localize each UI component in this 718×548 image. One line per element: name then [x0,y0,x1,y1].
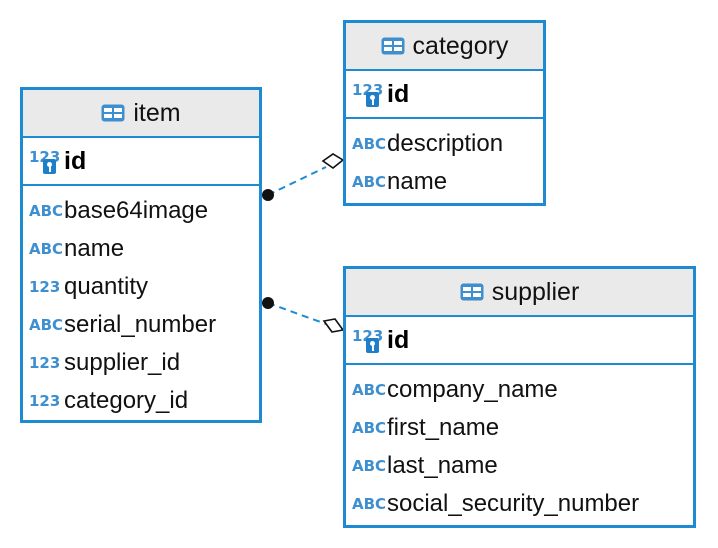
column-name: supplier_id [64,349,181,376]
column-name: name [387,168,448,195]
column-row[interactable]: ABC description [346,125,543,163]
column-row[interactable]: ABC last_name [346,447,693,485]
one-end-diamond [322,318,345,333]
entity-header: item [23,90,259,138]
type-tag: 123 [29,278,61,296]
column-row[interactable]: ABC company_name [346,371,693,409]
column-name: category_id [64,387,189,414]
entity-title: supplier [491,277,580,306]
entity-title: category [412,31,509,60]
relationship-item-category[interactable] [262,153,345,201]
type-tag: 123 [29,392,61,410]
column-row[interactable]: ABC name [346,163,543,201]
column-name: base64image [64,197,209,224]
column-row[interactable]: ABC base64image [23,192,259,230]
primary-key-icon: 123 [352,325,387,355]
column-name: quantity [64,273,149,300]
primary-key-row[interactable]: 123 id [23,138,259,186]
entity-header: supplier [346,269,693,317]
column-list: ABC company_name ABC first_name ABC last… [346,365,693,523]
type-tag: ABC [29,202,64,220]
entity-header: category [346,23,543,71]
entity-title: item [133,98,181,127]
column-row[interactable]: ABC serial_number [23,306,259,344]
column-name: name [64,235,125,262]
many-end-dot [262,189,274,201]
table-icon [381,37,405,55]
primary-key-name: id [387,79,410,108]
column-row[interactable]: 123 quantity [23,268,259,306]
column-row[interactable]: ABC first_name [346,409,693,447]
column-name: social_security_number [387,490,640,517]
primary-key-row[interactable]: 123 id [346,317,693,365]
column-row[interactable]: 123 supplier_id [23,344,259,382]
column-list: ABC base64image ABC name 123 quantity AB… [23,186,259,420]
type-tag: ABC [29,316,64,334]
column-name: last_name [387,452,498,479]
primary-key-name: id [64,146,87,175]
type-tag: ABC [352,457,387,475]
primary-key-name: id [387,325,410,354]
entity-category[interactable]: category 123 id ABC description ABC name [343,20,546,206]
column-row[interactable]: ABC social_security_number [346,485,693,523]
one-end-diamond [321,153,345,169]
type-tag: ABC [352,381,387,399]
column-name: serial_number [64,311,217,338]
primary-key-icon: 123 [352,79,387,109]
entity-supplier[interactable]: supplier 123 id ABC company_name ABC fir… [343,266,696,528]
column-row[interactable]: 123 category_id [23,382,259,420]
table-icon [460,283,484,301]
entity-item[interactable]: item 123 id ABC base64image ABC name 123… [20,87,262,423]
column-name: first_name [387,414,500,441]
type-tag: ABC [29,240,64,258]
primary-key-icon: 123 [29,146,64,176]
type-tag: ABC [352,419,387,437]
column-name: description [387,130,504,157]
table-icon [101,104,125,122]
many-end-dot [262,297,274,309]
type-tag: ABC [352,135,387,153]
column-row[interactable]: ABC name [23,230,259,268]
type-tag: ABC [352,173,387,191]
column-name: company_name [387,376,558,403]
primary-key-row[interactable]: 123 id [346,71,543,119]
type-tag: 123 [29,354,61,372]
column-list: ABC description ABC name [346,119,543,201]
type-tag: ABC [352,495,387,513]
relationship-item-supplier[interactable] [262,297,345,333]
